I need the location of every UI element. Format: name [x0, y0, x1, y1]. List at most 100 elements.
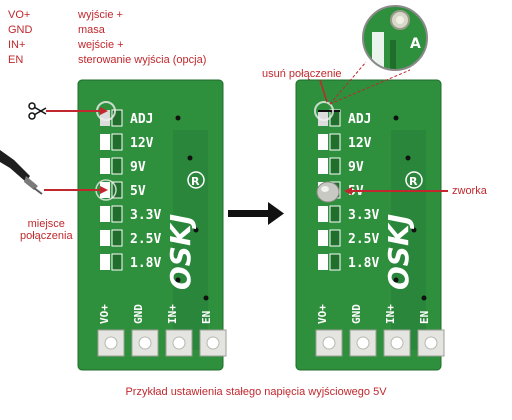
registered-letter: R — [191, 175, 200, 188]
via-hole — [393, 115, 399, 121]
voltage-label: ADJ — [130, 112, 153, 127]
registered-mark — [405, 171, 423, 189]
voltage-label: 3.3V — [348, 208, 379, 223]
legend-key: IN+ — [8, 39, 26, 51]
jumper-pad-dark — [329, 253, 341, 271]
pin-hole — [172, 336, 186, 350]
soldering-iron-icon — [0, 150, 108, 195]
remove-connection-label: usuń połączenie — [262, 68, 342, 80]
via-hole — [175, 277, 181, 283]
jumper-pad — [100, 206, 110, 222]
pin-label: GND — [132, 304, 145, 324]
legend-desc: wejście + — [78, 39, 124, 51]
scissors-icon — [28, 102, 108, 120]
right-arrow-icon — [228, 202, 284, 225]
jumper-pad-dark — [111, 253, 123, 271]
remove-pointer — [319, 79, 328, 103]
jumper-pointer — [344, 187, 448, 195]
voltage-label: 2.5V — [348, 232, 379, 247]
voltage-label: 12V — [130, 136, 154, 151]
jumper-pad-dark — [329, 229, 341, 247]
voltage-label: 1.8V — [130, 256, 161, 271]
solder-point-label: miejsce połączenia — [20, 218, 73, 242]
pin-hole — [322, 336, 336, 350]
jumper-pad — [100, 110, 110, 126]
jumper-pad — [318, 134, 328, 150]
voltage-label: 1.8V — [348, 256, 379, 271]
solder-label-line1: miejsce — [27, 218, 65, 230]
via-hole — [411, 227, 417, 233]
jumper-pad — [100, 254, 110, 270]
voltage-label: 2.5V — [130, 232, 161, 247]
pin-hole — [138, 336, 152, 350]
solder-label-line2: połączenia — [20, 230, 73, 242]
jumper-pad — [318, 110, 328, 126]
via-hole — [175, 115, 181, 121]
copper-pour — [391, 130, 426, 350]
pin-label: IN+ — [384, 304, 397, 324]
jumper-pad — [100, 134, 110, 150]
jumper-pad — [318, 158, 328, 174]
jumper-pad-dark — [111, 109, 123, 127]
pin-hole — [104, 336, 118, 350]
jumper-pad-dark — [111, 181, 123, 199]
via-hole — [421, 295, 427, 301]
brand-logo: OSKJ — [164, 214, 197, 290]
jumper-pad — [100, 158, 110, 174]
caption: Przykład ustawienia stałego napięcia wyj… — [125, 386, 387, 398]
legend-desc: wyjście + — [78, 9, 123, 21]
legend-desc: masa — [78, 24, 105, 36]
voltage-label: 9V — [130, 160, 146, 175]
pin-label: VO+ — [316, 304, 329, 324]
pin-label: EN — [418, 311, 431, 324]
via-hole — [203, 295, 209, 301]
jumper-pad-dark — [111, 205, 123, 223]
pin-hole — [356, 336, 370, 350]
registered-mark — [187, 171, 205, 189]
solder-highlight — [321, 186, 329, 192]
voltage-label: 3.3V — [130, 208, 161, 223]
jumper-pad-dark — [329, 157, 341, 175]
legend-row: VO+ wyjście + — [8, 8, 206, 23]
jumper-pad — [100, 230, 110, 246]
jumper-pad-dark — [111, 229, 123, 247]
adj-link-circle — [314, 101, 334, 121]
zoom-letter: A — [410, 36, 421, 52]
via-hole — [193, 227, 199, 233]
solder-blob — [316, 181, 340, 203]
jumper-pad — [318, 254, 328, 270]
via-hole — [405, 155, 411, 161]
jumper-pad-dark — [111, 133, 123, 151]
pin-hole — [424, 336, 438, 350]
legend-key: GND — [8, 24, 33, 36]
legend-key: EN — [8, 54, 24, 66]
legend-row: GND masa — [8, 23, 206, 38]
jumper-pad-dark — [329, 109, 341, 127]
via-hole — [393, 277, 399, 283]
zoom-magnifier: A — [329, 5, 428, 105]
pin-label: IN+ — [166, 304, 179, 324]
voltage-label: ADJ — [348, 112, 371, 127]
brand-logo: OSKJ — [382, 214, 415, 290]
pin-hole — [206, 336, 220, 350]
copper-pour — [173, 130, 208, 350]
voltage-label: 5V — [130, 184, 146, 199]
pin-label: VO+ — [98, 304, 111, 324]
jumper-label: zworka — [452, 185, 487, 197]
via-hole — [187, 155, 193, 161]
jumper-pad-dark — [111, 157, 123, 175]
legend-row: IN+ wejście + — [8, 38, 206, 53]
pin-hole — [390, 336, 404, 350]
voltage-label: 9V — [348, 160, 364, 175]
jumper-pad — [318, 230, 328, 246]
jumper-pad — [318, 206, 328, 222]
jumper-pad-dark — [329, 133, 341, 151]
voltage-label: 12V — [348, 136, 372, 151]
legend-key: VO+ — [8, 9, 31, 21]
